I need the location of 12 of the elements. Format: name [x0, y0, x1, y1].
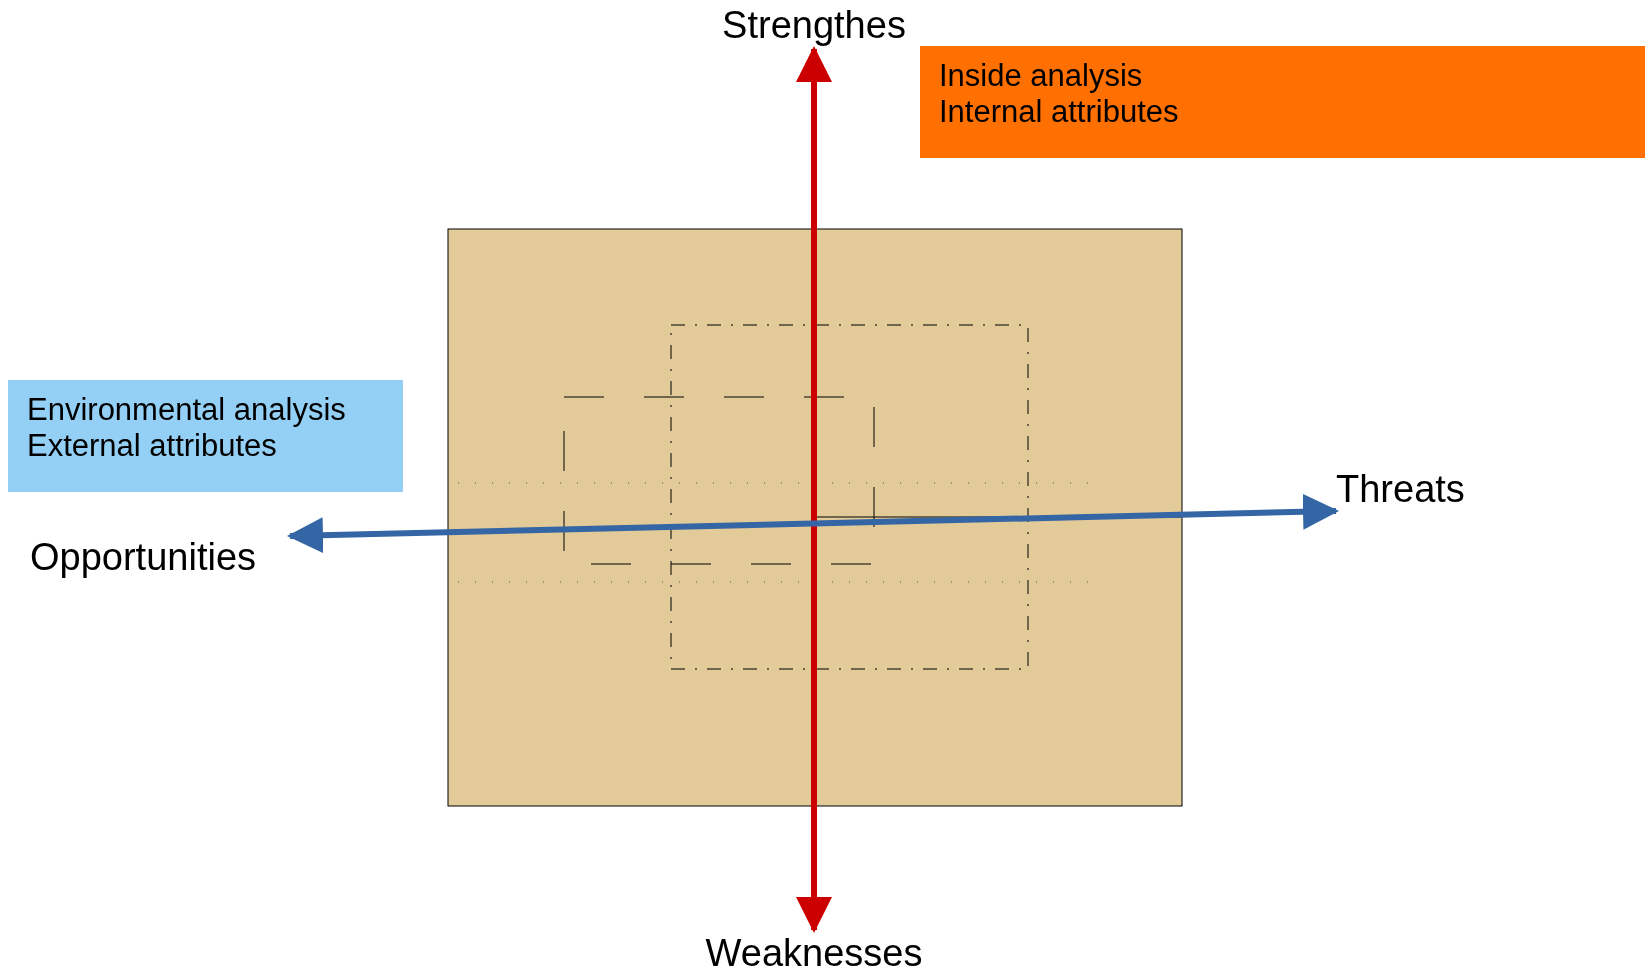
box-text: Internal attributes — [939, 94, 1180, 130]
axis-arrow — [796, 46, 832, 933]
box-text: External attributes — [27, 428, 278, 464]
axis-label: Strengthes — [714, 4, 914, 47]
info-box — [920, 46, 1645, 158]
axis-label: Threats — [1336, 468, 1486, 511]
axis-arrow — [287, 493, 1339, 554]
box-text: Environmental analysis — [27, 392, 347, 428]
axis-label: Opportunities — [30, 536, 290, 579]
box-text: Inside analysis — [939, 58, 1144, 94]
axis-label: Weaknesses — [693, 932, 935, 973]
info-box — [8, 380, 403, 492]
